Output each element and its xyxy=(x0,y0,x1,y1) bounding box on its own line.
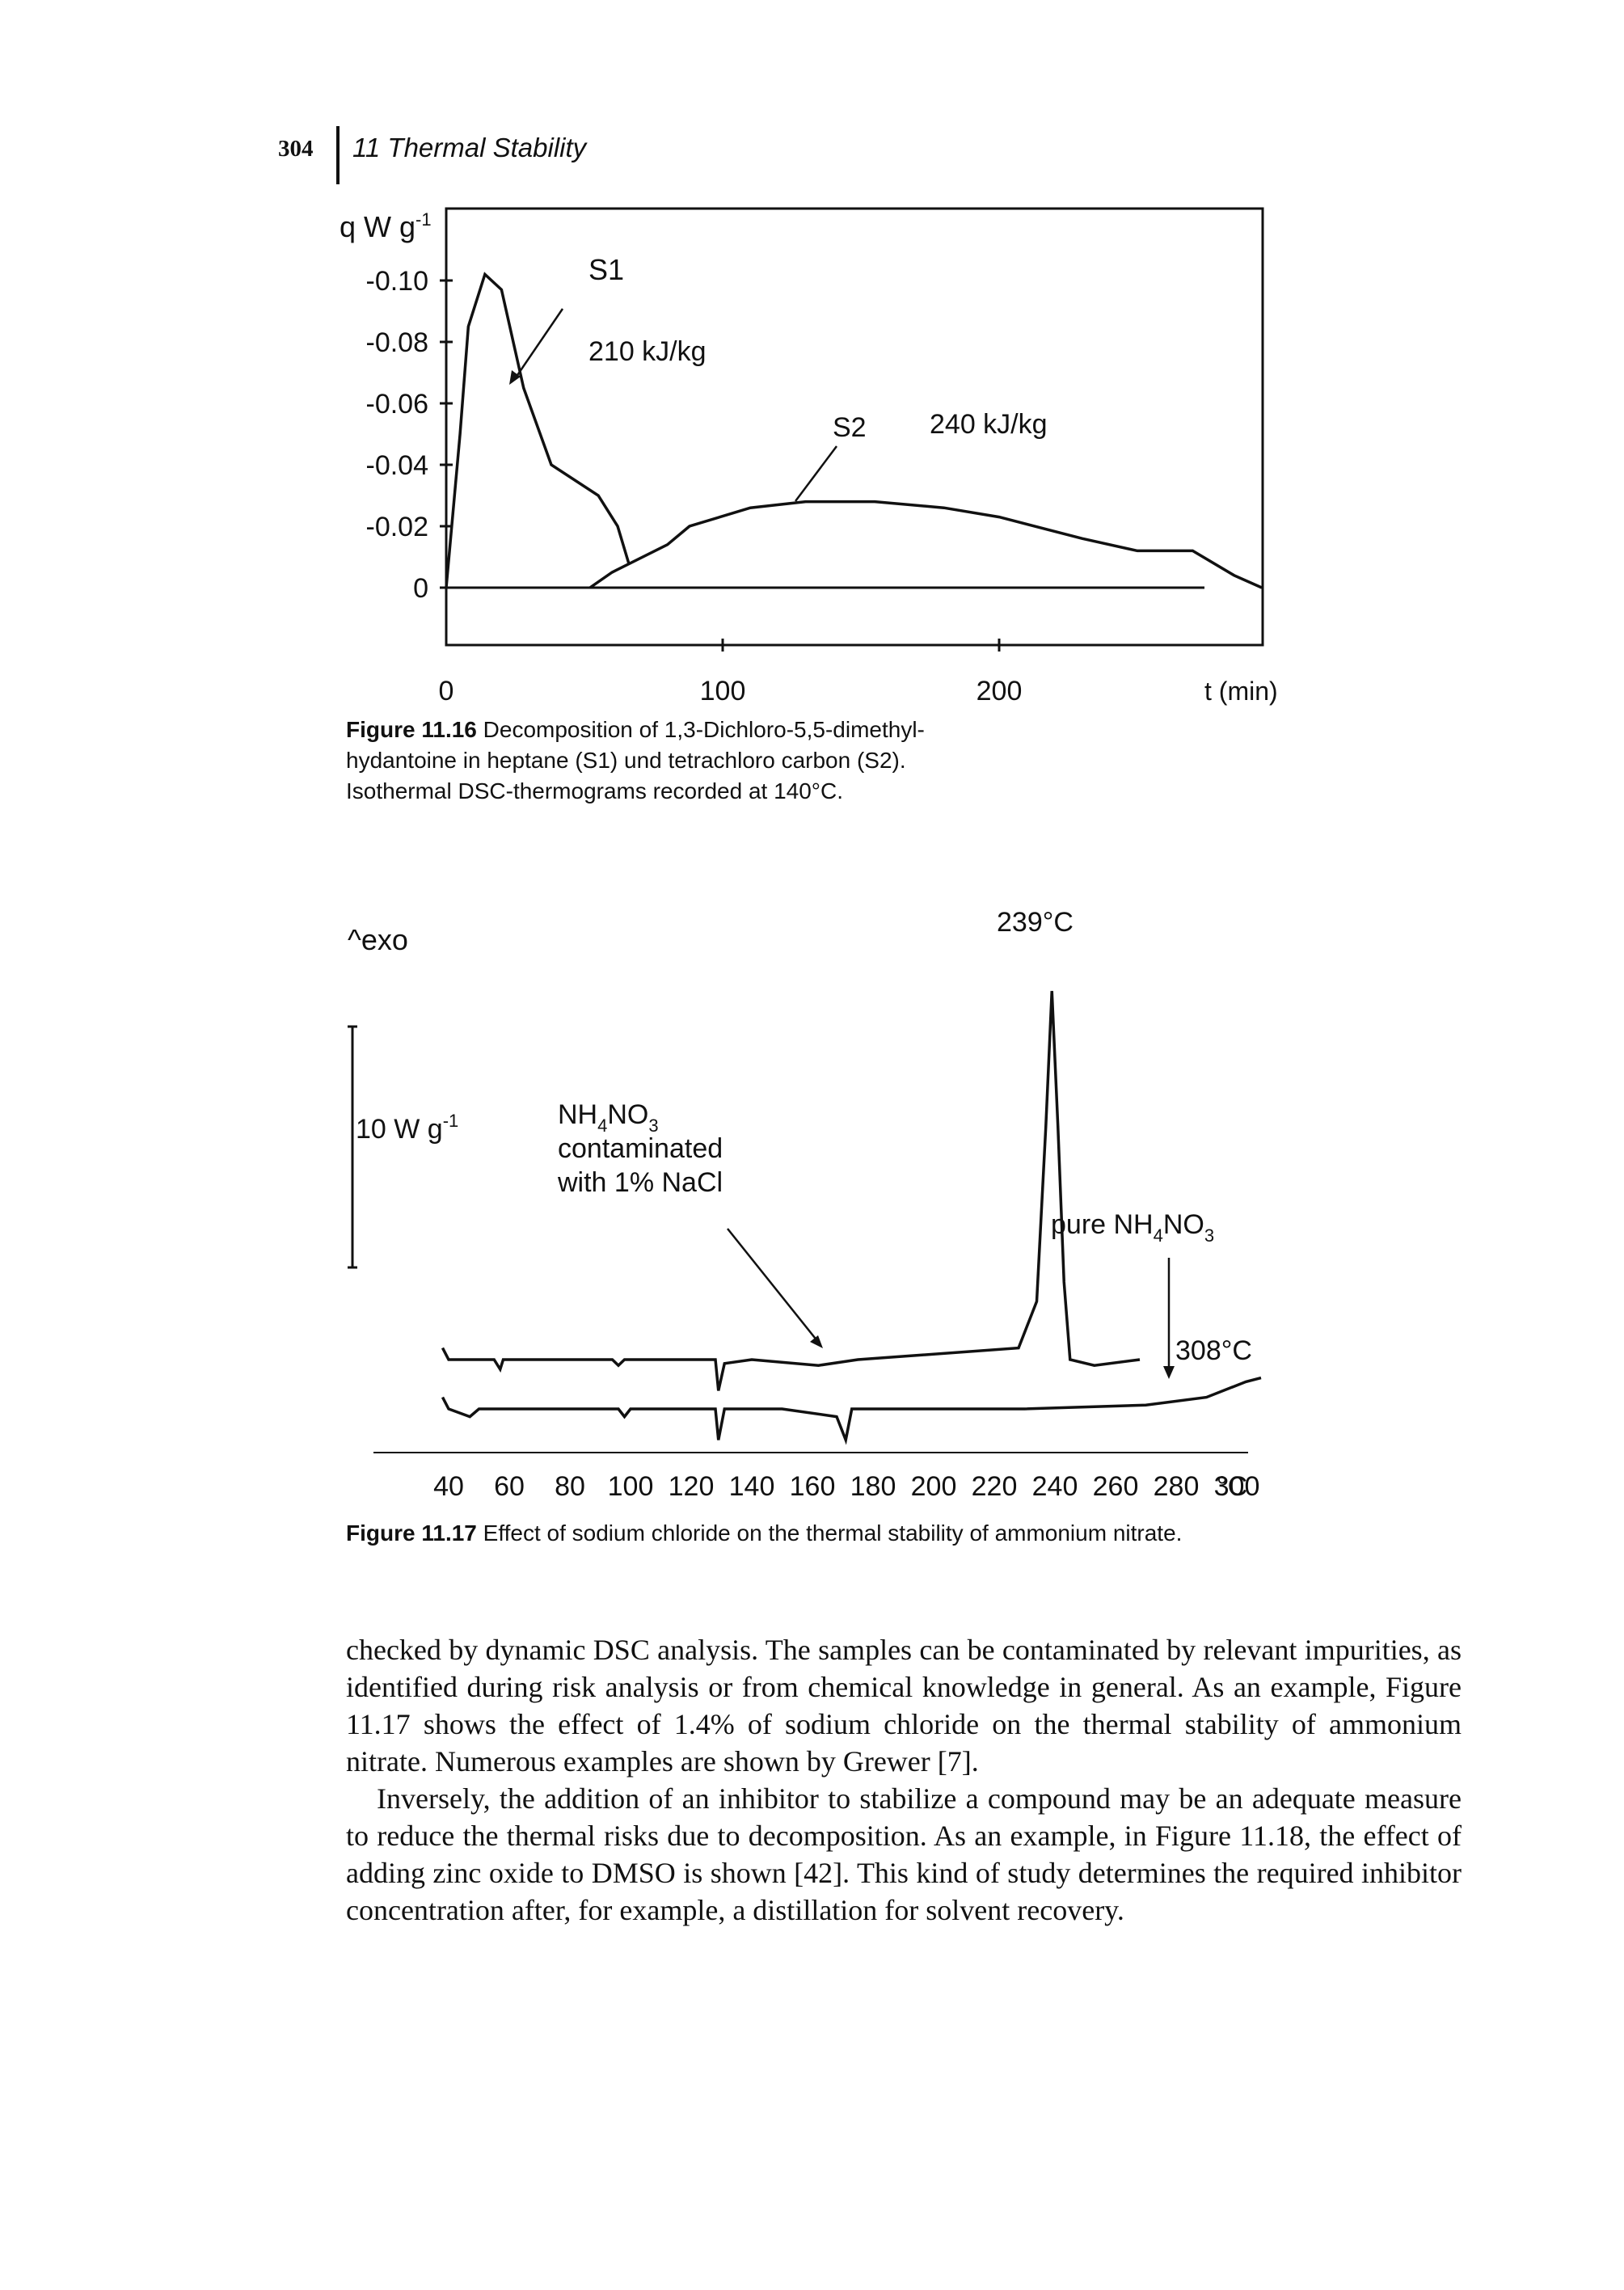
fig2-nacl-arrowhead xyxy=(810,1335,823,1348)
fig2-x-tick-label: 280 xyxy=(1154,1471,1200,1502)
fig1-x-tick-label: 200 xyxy=(977,676,1023,706)
fig1-series-s1-annotation: 210 kJ/kg xyxy=(588,336,707,367)
body-paragraph-2: Inversely, the addition of an inhibitor … xyxy=(346,1782,1462,1926)
fig2-caption-label: Figure 11.17 xyxy=(346,1520,477,1546)
fig1-x-tick-label: 100 xyxy=(700,676,746,706)
fig1-x-axis-label: t (min) xyxy=(1204,677,1278,706)
fig1-y-tick-label: -0.08 xyxy=(366,327,429,358)
fig1-y-axis-label: q W g-1 xyxy=(340,209,432,243)
fig2-x-unit: °C xyxy=(1217,1471,1247,1502)
fig2-pure-arrowhead xyxy=(1163,1366,1175,1379)
fig1-y-tick-label: -0.02 xyxy=(366,512,429,542)
page-number: 304 xyxy=(278,136,314,162)
fig1-y-tick-label: -0.10 xyxy=(366,266,429,297)
fig2-x-tick-label: 40 xyxy=(433,1471,464,1502)
fig2-x-tick-label: 160 xyxy=(790,1471,836,1502)
fig1-y-tick-label: -0.04 xyxy=(366,450,429,481)
fig1-y-tick-label: 0 xyxy=(413,573,428,604)
fig2-nacl-series-label: NH4NO3 contaminated with 1% NaCl xyxy=(557,1099,731,1198)
header-rule xyxy=(336,126,340,184)
fig1-series-s2-annotation: 240 kJ/kg xyxy=(930,409,1048,440)
fig2-x-tick-label: 200 xyxy=(911,1471,957,1502)
fig1-series-s1-label: S1 xyxy=(588,253,624,286)
fig1-series-s2-label: S2 xyxy=(833,412,867,443)
figure-11-17-caption: Figure 11.17 Effect of sodium chloride o… xyxy=(346,1518,1478,1549)
fig1-caption-line-2: hydantoine in heptane (S1) und tetrachlo… xyxy=(346,748,906,773)
running-head: 11 Thermal Stability xyxy=(352,133,587,162)
fig2-peak-308-label: 308°C xyxy=(1175,1335,1252,1366)
fig1-s1-pointer xyxy=(513,308,564,381)
fig1-plot-frame xyxy=(445,207,1264,647)
body-text: checked by dynamic DSC analysis. The sam… xyxy=(346,1631,1462,1929)
fig1-caption-line-1: Decomposition of 1,3-Dichloro-5,5-dimeth… xyxy=(483,717,925,742)
fig2-nacl-pointer xyxy=(727,1228,819,1343)
fig1-s2-pointer xyxy=(795,445,837,502)
fig2-x-tick-label: 180 xyxy=(850,1471,896,1502)
fig1-y-tick-label: -0.06 xyxy=(366,389,429,420)
fig1-s1-arrowhead xyxy=(509,370,521,385)
fig2-exo-label: ^exo xyxy=(348,923,408,956)
fig2-x-tick-label: 220 xyxy=(972,1471,1018,1502)
fig1-x-tick-label: 0 xyxy=(439,676,454,706)
fig2-series-pure-line xyxy=(441,1376,1262,1445)
fig2-x-tick-label: 300 xyxy=(1214,1471,1260,1502)
fig2-x-tick-label: 260 xyxy=(1093,1471,1139,1502)
fig2-x-tick-label: 100 xyxy=(608,1471,654,1502)
fig2-pure-series-label: pure NH4NO3 xyxy=(1051,1209,1214,1246)
fig2-scale-label: 10 W g-1 xyxy=(356,1111,458,1145)
fig2-x-tick-label: 140 xyxy=(729,1471,775,1502)
figure-11-16-chart: -0.10 -0.08 -0.06 -0.04 -0.02 0 0 100 200 q W g… xyxy=(340,207,1278,706)
fig2-x-tick-label: 80 xyxy=(555,1471,585,1502)
fig2-x-tick-label: 240 xyxy=(1032,1471,1078,1502)
body-paragraph-1: checked by dynamic DSC analysis. The sam… xyxy=(346,1634,1462,1778)
fig2-peak-239-label: 239°C xyxy=(997,907,1074,938)
fig2-x-tick-label: 120 xyxy=(669,1471,715,1502)
fig2-caption-text: Effect of sodium chloride on the thermal… xyxy=(483,1520,1183,1546)
fig2-series-nacl-line xyxy=(441,990,1141,1391)
fig1-series-s1-line xyxy=(445,272,631,588)
fig2-x-tick-label: 60 xyxy=(494,1471,525,1502)
figure-11-16-caption: Figure 11.16 Decomposition of 1,3-Dichlo… xyxy=(346,715,1074,807)
figure-11-17-chart: ^exo 10 W g-1 40 60 80 100 120 140 160 180 200 22… xyxy=(348,907,1262,1502)
fig1-caption-line-3: Isothermal DSC-thermograms recorded at 1… xyxy=(346,778,843,803)
fig1-series-s2-line xyxy=(588,500,1263,589)
fig1-caption-label: Figure 11.16 xyxy=(346,717,477,742)
